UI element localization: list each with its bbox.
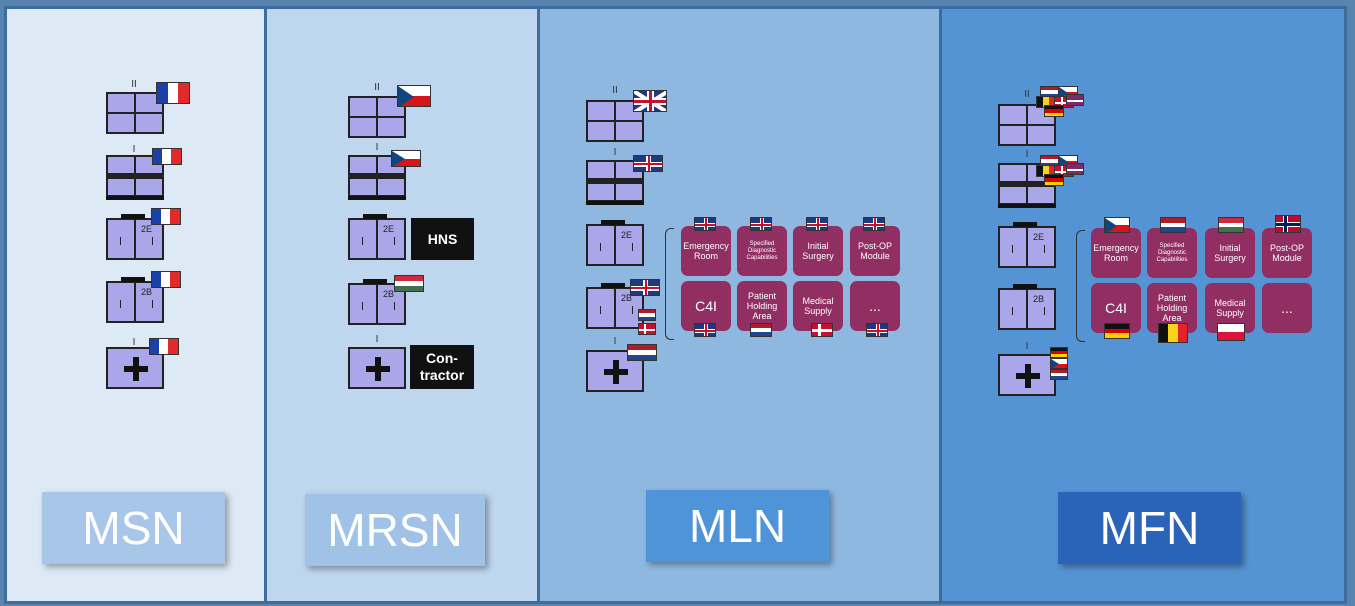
unit-code-label: 2B <box>620 293 632 303</box>
unit-code-label: 2B <box>1032 294 1044 304</box>
echelon-company: I <box>1025 149 1029 160</box>
module-brace <box>665 228 674 340</box>
module-medical-supply: Medical Supply <box>793 281 843 331</box>
echelon-company: I <box>375 142 379 153</box>
module-c4i: C4I <box>681 281 731 331</box>
mrsn-button[interactable]: MRSN <box>305 494 485 566</box>
unit-code-label: 2E <box>140 224 152 234</box>
netherlands-flag-icon <box>750 323 772 337</box>
denmark-flag-icon <box>638 323 656 335</box>
czech-flag-icon <box>1050 358 1068 369</box>
uk-flag-icon <box>630 279 660 296</box>
unit-battalion <box>106 92 164 134</box>
echelon-battalion: II <box>1024 89 1030 100</box>
module-initial-surgery: Initial Surgery <box>1205 228 1255 278</box>
germany-flag-icon <box>1044 105 1064 117</box>
france-flag-icon <box>156 82 190 104</box>
unit-code-label: 2B <box>140 287 152 297</box>
echelon-company: I <box>132 144 136 155</box>
contractor-label: Con- tractor <box>410 345 474 389</box>
norway-flag-icon <box>1275 215 1301 233</box>
module-more: ... <box>850 281 900 331</box>
module-brace <box>1076 230 1085 342</box>
mfn-button[interactable]: MFN <box>1058 492 1241 564</box>
germany-flag-icon <box>1044 174 1064 186</box>
module-initial-surgery: Initial Surgery <box>793 226 843 276</box>
netherlands-flag-icon <box>1050 369 1068 380</box>
czech-flag-icon <box>391 150 421 167</box>
czech-flag-icon <box>397 85 431 107</box>
module-post-op: Post-OP Module <box>850 226 900 276</box>
germany-flag-icon <box>1050 347 1068 358</box>
echelon-company: I <box>613 336 617 347</box>
module-specified-diagnostic: Specified Diagnostic Capabilities <box>737 226 787 276</box>
echelon-company: I <box>613 147 617 158</box>
france-flag-icon <box>152 148 182 165</box>
unit-code-label: 2E <box>1032 232 1044 242</box>
uk-flag-icon <box>806 217 828 231</box>
unit-2b: 2B <box>106 277 164 323</box>
module-emergency-room: Emergency Room <box>1091 228 1141 278</box>
module-more: ... <box>1262 283 1312 333</box>
uk-flag-icon <box>750 217 772 231</box>
echelon-company: I <box>375 334 379 345</box>
germany-flag-icon <box>1104 323 1130 339</box>
mln-button[interactable]: MLN <box>646 490 829 562</box>
netherlands-flag-icon <box>638 309 656 321</box>
echelon-battalion: II <box>612 85 618 96</box>
module-specified-diagnostic: Specified Diagnostic Capabilities <box>1147 228 1197 278</box>
france-flag-icon <box>149 338 179 355</box>
echelon-company: I <box>132 337 136 348</box>
uk-flag-icon <box>633 90 667 112</box>
unit-code-label: 2B <box>382 289 394 299</box>
unit-2e: 2E <box>348 214 406 260</box>
unit-company <box>998 163 1056 208</box>
unit-2b: 2B <box>998 284 1056 330</box>
hns-label: HNS <box>411 218 474 260</box>
netherlands-flag-icon <box>1160 217 1186 233</box>
msn-button[interactable]: MSN <box>42 492 225 564</box>
norway-flag-icon <box>1066 163 1084 175</box>
czech-flag-icon <box>1104 217 1130 233</box>
france-flag-icon <box>151 208 181 225</box>
echelon-battalion: II <box>374 82 380 93</box>
unit-medical <box>348 347 406 389</box>
unit-code-label: 2E <box>382 224 394 234</box>
unit-2e: 2E <box>106 214 164 260</box>
echelon-company: I <box>1025 341 1029 352</box>
unit-battalion <box>348 96 406 138</box>
unit-2e: 2E <box>586 220 644 266</box>
module-emergency-room: Emergency Room <box>681 226 731 276</box>
unit-medical <box>998 354 1056 396</box>
unit-2e: 2E <box>998 222 1056 268</box>
module-patient-holding: Patient Holding Area <box>737 281 787 331</box>
unit-code-label: 2E <box>620 230 632 240</box>
france-flag-icon <box>151 271 181 288</box>
denmark-flag-icon <box>811 323 833 337</box>
hungary-flag-icon <box>394 275 424 292</box>
module-post-op: Post-OP Module <box>1262 228 1312 278</box>
netherlands-flag-icon <box>627 344 657 361</box>
uk-flag-icon <box>866 323 888 337</box>
poland-flag-icon <box>1217 323 1245 341</box>
uk-flag-icon <box>633 155 663 172</box>
belgium-flag-icon <box>1158 323 1188 343</box>
uk-flag-icon <box>694 323 716 337</box>
hungary-flag-icon <box>1218 217 1244 233</box>
norway-flag-icon <box>1066 94 1084 106</box>
echelon-battalion: II <box>131 79 137 90</box>
uk-flag-icon <box>863 217 885 231</box>
uk-flag-icon <box>694 217 716 231</box>
